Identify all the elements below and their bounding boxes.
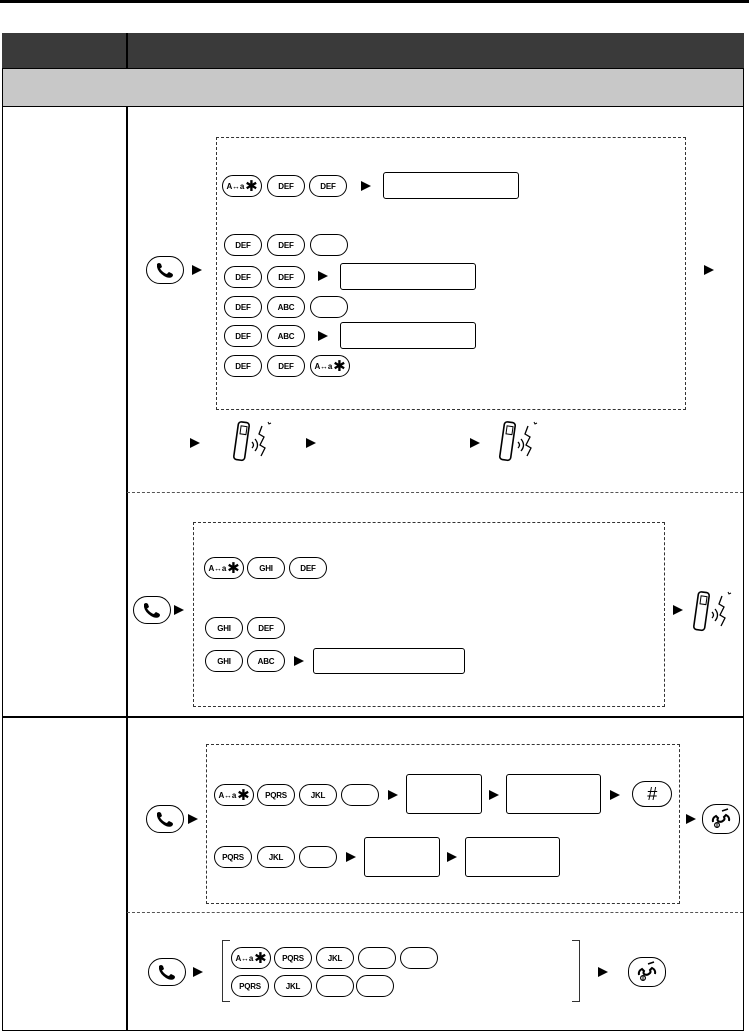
key-def[interactable]: DEF [224,234,262,256]
pound-key-icon: # [646,783,657,804]
key-def[interactable]: DEF [247,617,285,639]
arrow [192,265,202,275]
sequence-box-1 [216,137,686,410]
arrow [361,181,371,191]
off-hook-key[interactable] [146,256,184,284]
star-key[interactable]: A↔a✱ [231,947,271,969]
key-abc[interactable]: ABC [267,325,305,347]
arrow [489,790,499,800]
arrow [318,331,328,341]
key-jkl[interactable]: JKL [299,784,337,806]
key-blank[interactable] [299,846,337,868]
display-field [465,837,560,877]
off-hook-key[interactable] [148,958,186,986]
handset-ringing-icon [232,421,272,462]
arrow [673,605,683,615]
handset-talk-icon [157,263,173,278]
off-hook-key[interactable] [133,596,171,624]
display-field [383,172,519,199]
key-ghi[interactable]: GHI [247,557,285,579]
handset-talk-icon [159,965,175,980]
handset-talk-icon [144,603,160,618]
key-def[interactable]: DEF [267,175,305,197]
star-key[interactable]: A↔a✱ [204,557,244,579]
arrow [346,852,356,862]
key-ghi[interactable]: GHI [205,617,243,639]
key-pqrs[interactable]: PQRS [231,975,269,997]
arrow [704,265,714,275]
key-blank[interactable] [310,234,348,256]
key-abc[interactable]: ABC [247,650,285,672]
arrow [193,967,203,977]
key-ghi[interactable]: GHI [205,650,243,672]
key-pqrs[interactable]: PQRS [257,784,295,806]
table-header-row [2,33,744,69]
arrow [174,605,184,615]
display-field [406,774,482,814]
arrow [388,790,398,800]
off-hook-key[interactable] [146,805,184,833]
arrow [598,967,608,977]
display-field [340,322,476,349]
star-key[interactable]: A↔a✱ [310,355,350,377]
arrow [188,814,198,824]
display-field [364,837,440,877]
bracket-left [222,940,230,1002]
key-blank[interactable] [310,296,348,318]
display-field [340,263,476,290]
arrow [447,852,457,862]
handset-hangup-icon [637,961,657,982]
key-def[interactable]: DEF [224,355,262,377]
section-header-row [3,69,743,107]
star-key[interactable]: A↔a✱ [214,784,254,806]
key-abc[interactable]: ABC [267,296,305,318]
key-jkl[interactable]: JKL [316,947,354,969]
on-hook-key[interactable] [628,957,666,987]
key-def[interactable]: DEF [267,266,305,288]
bracket-right [572,940,580,1002]
key-def[interactable]: DEF [224,266,262,288]
key-def[interactable]: DEF [267,355,305,377]
key-blank[interactable] [316,975,354,997]
column-divider [126,107,128,1031]
display-field [313,648,465,674]
key-pqrs[interactable]: PQRS [274,947,312,969]
top-rule [0,0,749,3]
sequence-box-2 [193,522,665,707]
arrow [306,438,316,448]
handset-hangup-icon [711,808,731,829]
key-pqrs[interactable]: PQRS [214,846,252,868]
display-field [506,774,601,814]
handset-talk-icon [157,812,173,827]
arrow [294,656,304,666]
key-blank[interactable] [341,784,379,806]
key-jkl[interactable]: JKL [257,846,295,868]
sub-row-divider-1 [127,492,743,493]
arrow [190,438,200,448]
arrow [318,271,328,281]
key-def[interactable]: DEF [224,325,262,347]
handset-ringing-icon [498,421,538,462]
key-def[interactable]: DEF [224,296,262,318]
pound-key[interactable]: # [632,781,672,807]
handset-ringing-icon [692,591,732,632]
key-blank[interactable] [400,947,438,969]
row-divider [2,716,744,718]
key-def[interactable]: DEF [289,557,327,579]
arrow [610,790,620,800]
header-divider [126,33,128,69]
sequence-box-3 [206,744,680,904]
key-jkl[interactable]: JKL [274,975,312,997]
key-def[interactable]: DEF [267,234,305,256]
on-hook-key[interactable] [702,804,740,834]
key-def[interactable]: DEF [309,175,347,197]
key-blank[interactable] [356,975,394,997]
arrow [470,438,480,448]
arrow [686,814,696,824]
sub-row-divider-2 [127,912,743,913]
star-key[interactable]: A↔a✱ [222,175,262,197]
key-blank[interactable] [358,947,396,969]
